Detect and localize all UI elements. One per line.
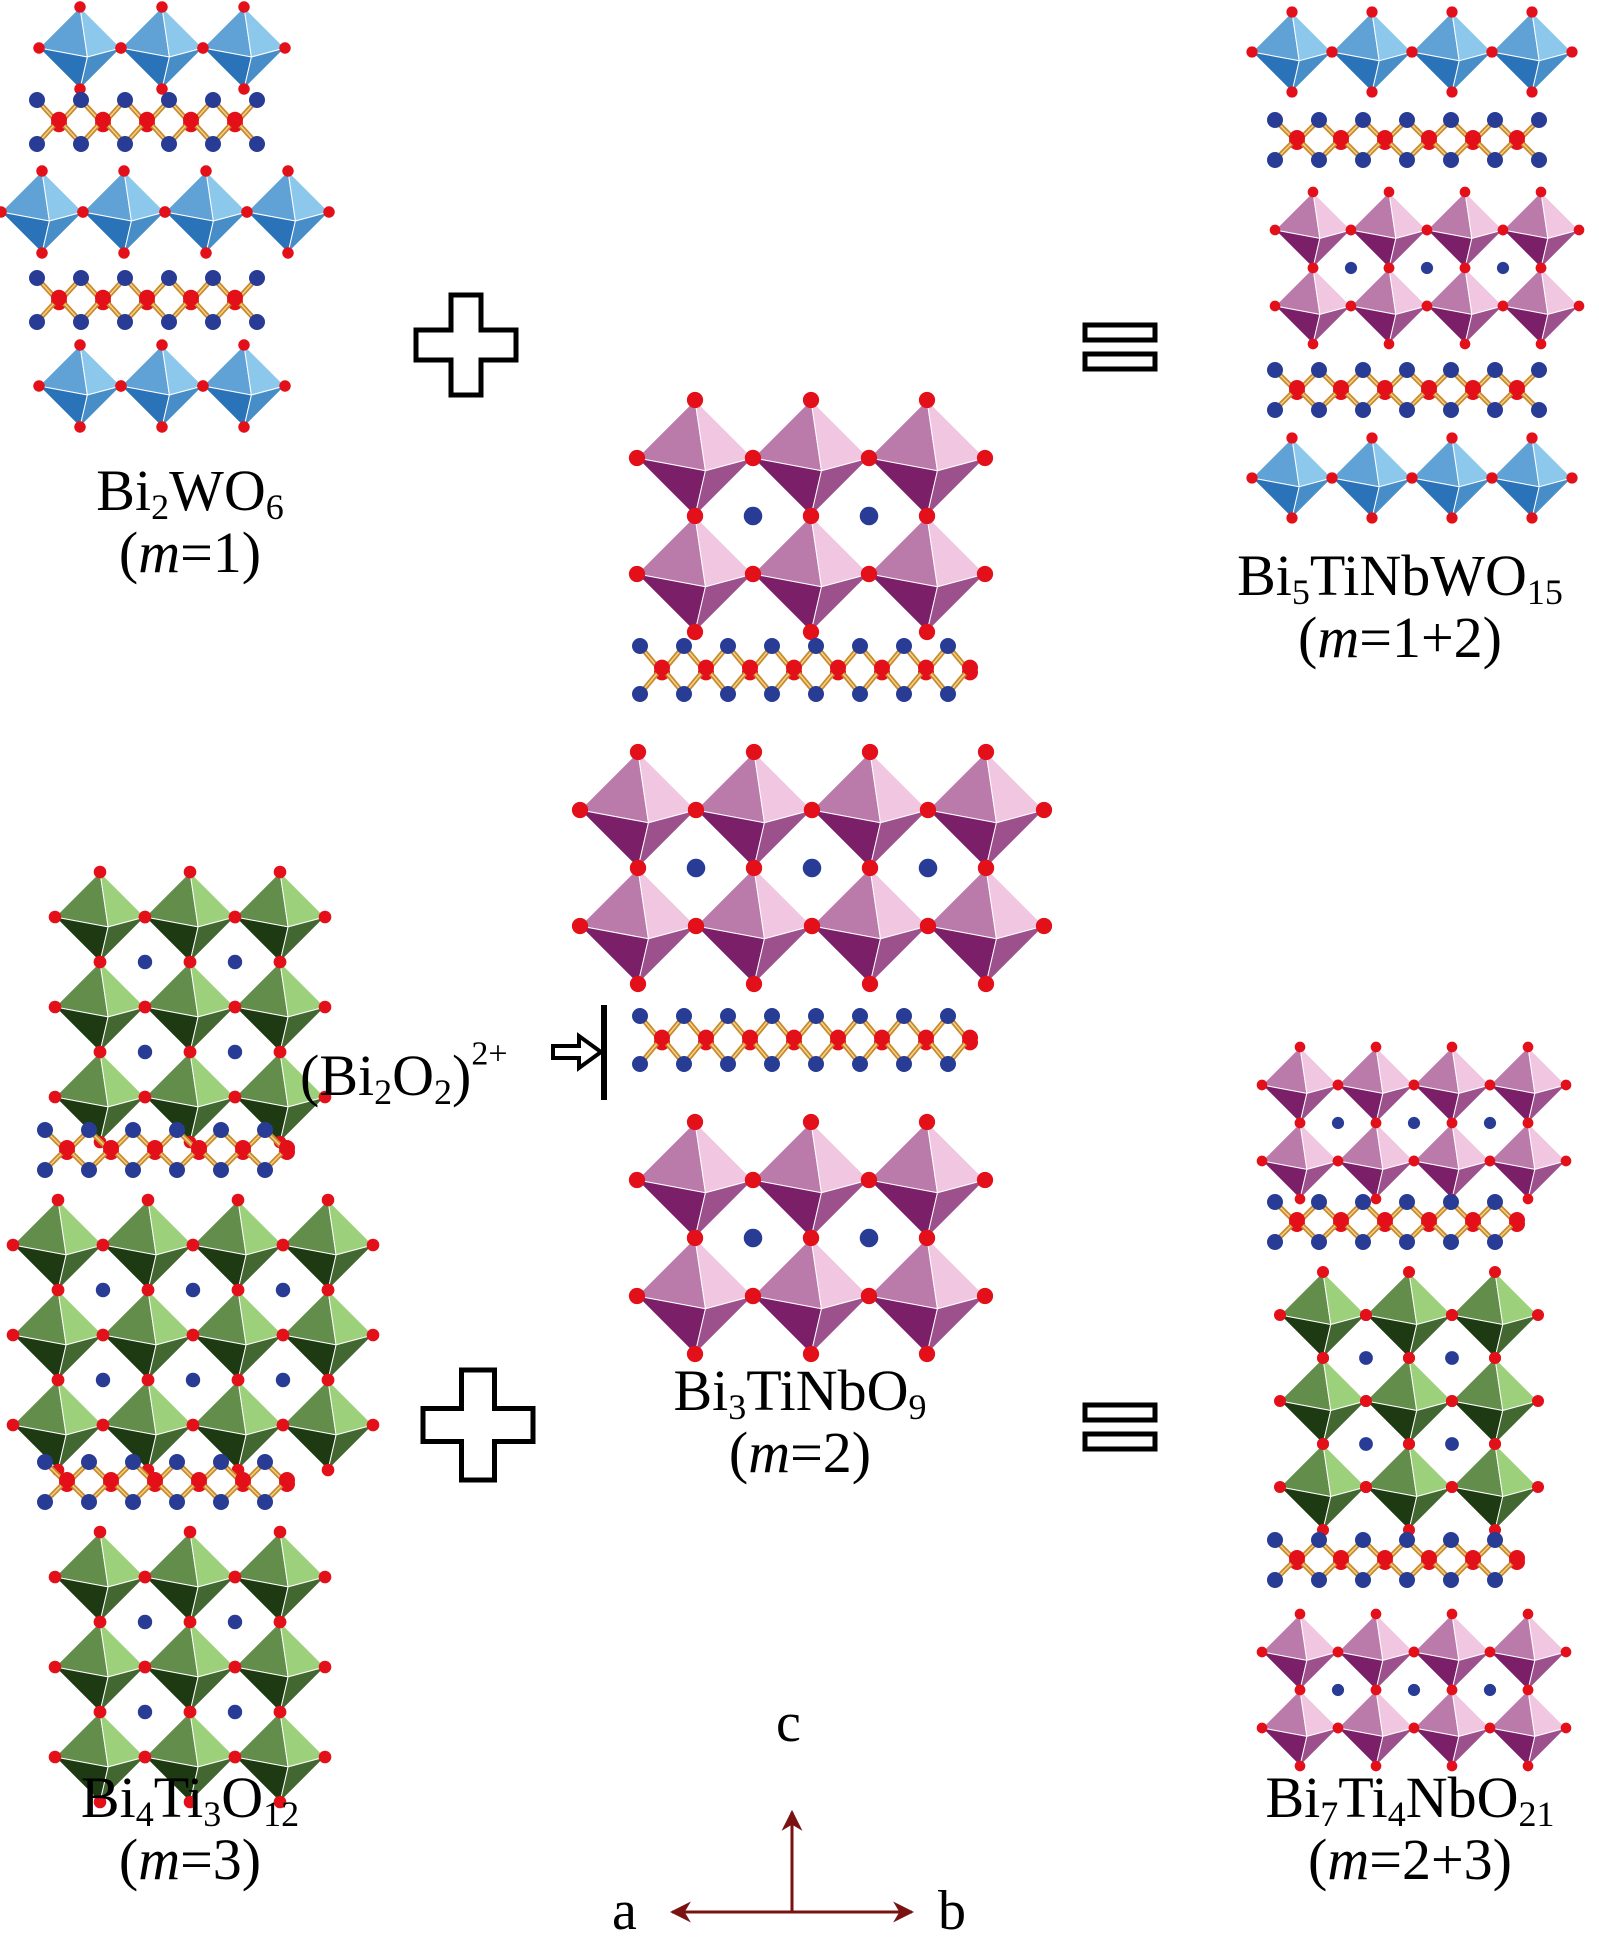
structure-bi7ti4nbo21: [1256, 1041, 1572, 1772]
octahedra-block: [1273, 1265, 1545, 1537]
octahedra-block: [628, 1113, 994, 1363]
axis-triad: [669, 1809, 915, 1923]
octahedra-block: [0, 165, 335, 259]
structure-bi4ti3o12: [6, 865, 380, 1809]
structure-bi5tinbwo15: [1246, 6, 1585, 524]
octahedra-block: [628, 391, 994, 641]
structure-bi2wo6: [0, 1, 335, 433]
equals-sign-top: [1082, 322, 1158, 372]
label-bi7ti4nbo21: Bi7Ti4NbO21 (m=2+3): [1265, 1765, 1555, 1892]
octahedra-block: [1256, 1608, 1572, 1772]
axis-label-c: c: [776, 1692, 801, 1754]
plus-sign-bottom: [420, 1367, 536, 1483]
octahedra-block: [48, 1525, 332, 1809]
equals-sign-bottom: [1082, 1402, 1158, 1452]
octahedra-block: [1246, 432, 1578, 524]
octahedra-block: [571, 743, 1053, 993]
label-bi3tinbo9: Bi3TiNbO9 (m=2): [673, 1358, 927, 1485]
hollow-arrow-right: [551, 1032, 605, 1072]
octahedra-block: [6, 1193, 380, 1477]
bi2o2-layer: [1267, 362, 1547, 418]
octahedra-block: [1246, 6, 1578, 98]
bi2o2-layer: [1267, 112, 1547, 168]
label-bi4ti3o12: Bi4Ti3O12 (m=3): [80, 1765, 300, 1892]
octahedra-block: [1256, 1041, 1572, 1205]
bi2o2-layer: [37, 1122, 295, 1178]
bi2o2-layer: [29, 270, 265, 330]
octahedra-block: [33, 339, 291, 433]
bi2o2-layer: [1267, 1194, 1525, 1250]
bi2o2-layer: [632, 1008, 978, 1072]
bi2o2-layer: [29, 92, 265, 152]
bi2o2-layer: [1267, 1532, 1525, 1588]
bi2o2-layer: [37, 1454, 295, 1510]
octahedra-block: [33, 1, 291, 95]
label-bi2wo6: Bi2WO6 (m=1): [96, 458, 284, 585]
plus-sign-top: [413, 292, 519, 398]
structure-bi3tinbo9: [571, 391, 1053, 1363]
bi2o2-layer: [632, 638, 978, 702]
octahedra-block: [48, 865, 332, 1149]
axis-label-b: b: [938, 1880, 966, 1942]
axis-label-a: a: [612, 1880, 637, 1942]
label-bi2o2-layer: (Bi2O2)2+: [300, 1035, 508, 1112]
octahedra-block: [1269, 186, 1585, 350]
label-bi5tinbwo15: Bi5TiNbWO15 (m=1+2): [1237, 543, 1563, 670]
